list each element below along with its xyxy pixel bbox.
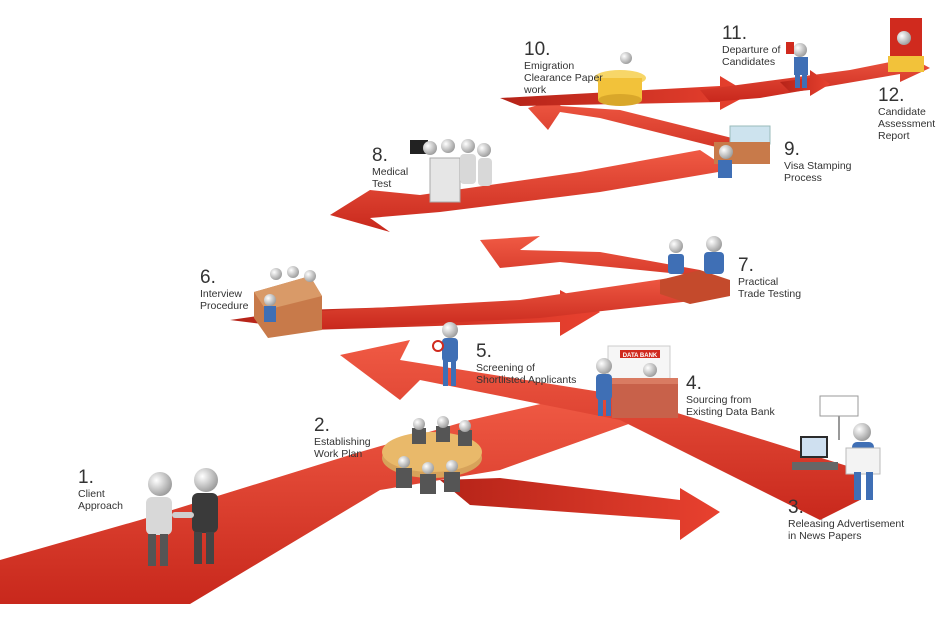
departure-figure (786, 42, 808, 88)
step-7-number: 7. (738, 255, 754, 276)
step-4-label: Sourcing from Existing Data Bank (686, 394, 775, 418)
step-8: 8. Medical Test (372, 145, 409, 191)
step-2-number: 2. (314, 415, 330, 436)
step-10-label: Emigration Clearance Paper work (524, 60, 603, 96)
data-bank-counter: DATA BANK (596, 345, 678, 418)
step-2-label: Establishing Work Plan (314, 436, 371, 460)
step-6-number: 6. (200, 267, 216, 288)
step-1: 1. Client Approach (78, 467, 123, 513)
step-3: 3. Releasing Advertisement in News Paper… (788, 497, 905, 543)
step-5-number: 5. (476, 341, 492, 362)
visa-stamping-scene (714, 125, 771, 178)
step-11: 11. Departure of Candidates (722, 23, 781, 69)
assessment-report-scene (888, 18, 924, 72)
step-10-number: 10. (524, 39, 551, 60)
screening-figure (432, 322, 458, 386)
arrow-segment-7 (330, 150, 730, 232)
step-2: 2. Establishing Work Plan (314, 415, 371, 461)
arrow-segment-6 (480, 236, 700, 300)
step-6-label: Interview Procedure (200, 288, 249, 312)
step-9-label: Visa Stamping Process (784, 160, 852, 184)
arrow-segment-8 (528, 96, 740, 170)
step-5-label: Screening of Shortlisted Applicants (476, 362, 577, 386)
step-7-label: Practical Trade Testing (738, 276, 802, 300)
advertisement-scene (792, 395, 881, 500)
step-9-number: 9. (784, 139, 800, 160)
medical-test-scene (410, 139, 492, 203)
arrow-segment-3 (340, 340, 860, 520)
step-4-number: 4. (686, 373, 702, 394)
step-5: 5. Screening of Shortlisted Applicants (476, 341, 577, 387)
step-4: 4. Sourcing from Existing Data Bank (686, 373, 775, 419)
handshake-figures (146, 468, 218, 566)
arrow-segment-2 (440, 478, 720, 540)
step-10: 10. Emigration Clearance Paper work (524, 39, 603, 97)
step-3-label: Releasing Advertisement in News Papers (788, 518, 905, 542)
step-7: 7. Practical Trade Testing (738, 255, 802, 301)
step-12-label: Candidate Assessment Report (878, 106, 936, 142)
trade-testing-scene (660, 236, 730, 304)
step-8-label: Medical Test (372, 166, 409, 190)
step-11-number: 11. (722, 23, 748, 44)
step-6: 6. Interview Procedure (200, 267, 249, 313)
step-12-number: 12. (878, 85, 905, 106)
step-9: 9. Visa Stamping Process (784, 139, 852, 185)
step-3-number: 3. (788, 497, 804, 518)
data-bank-sign: DATA BANK (623, 353, 658, 359)
step-11-label: Departure of Candidates (722, 44, 781, 68)
meeting-table (382, 416, 482, 494)
emigration-desk (594, 52, 646, 106)
step-12: 12. Candidate Assessment Report (878, 85, 936, 143)
arrow-segment-5 (300, 275, 700, 330)
step-1-label: Client Approach (78, 488, 123, 512)
step-8-number: 8. (372, 145, 388, 166)
interview-desk (254, 266, 322, 338)
step-1-number: 1. (78, 467, 94, 488)
